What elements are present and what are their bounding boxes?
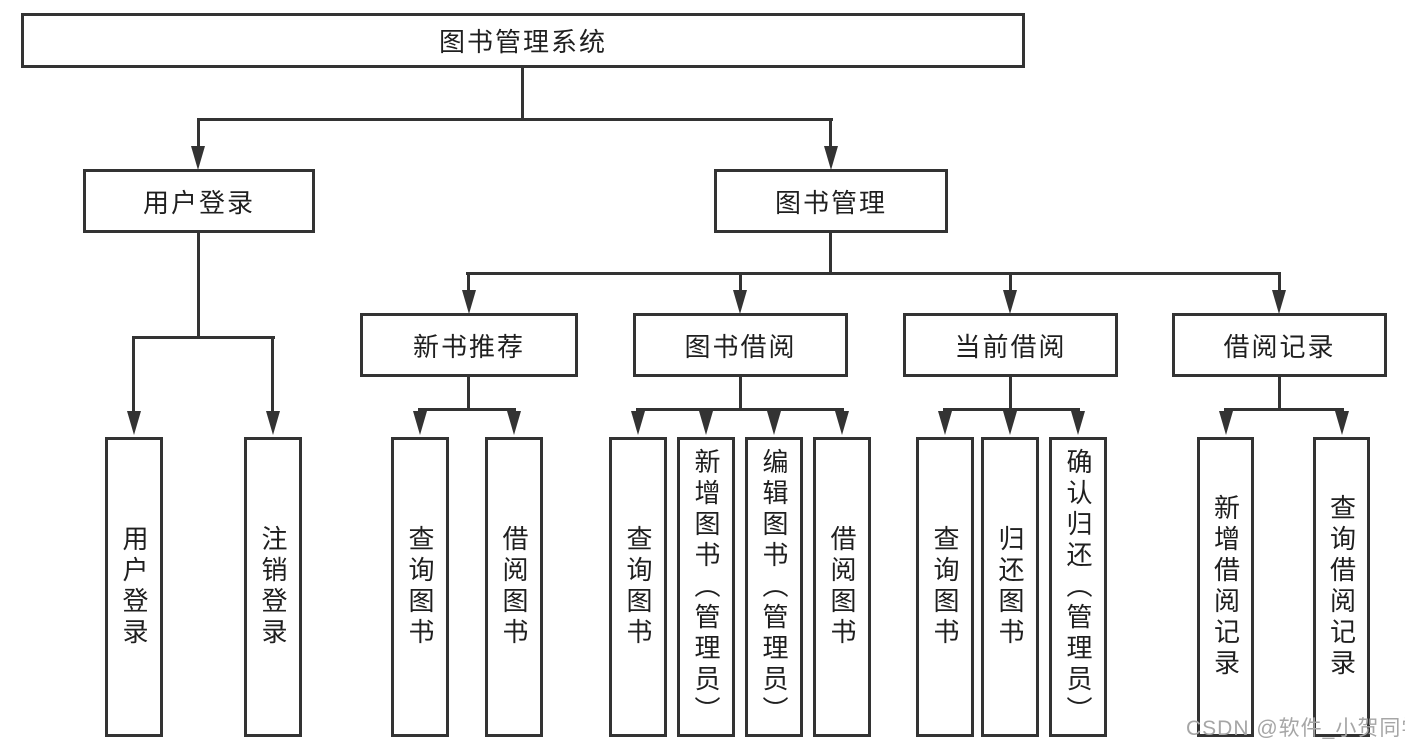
arrowhead-to-book-management [824,146,838,170]
connector-login-branch [132,336,275,339]
leaf-query-books-current: 查询图书 [916,437,974,737]
connector-login-arm-2 [271,339,274,412]
node-current-borrowing: 当前借阅 [903,313,1118,377]
connector-mgmt-branch [466,272,1281,275]
node-new-book-recommend: 新书推荐 [360,313,578,377]
arrowhead-to-leaf-confirm-return [1071,411,1085,435]
connector-records-branch [1224,408,1344,411]
connector-root-branch [197,118,833,121]
connector-login-arm-1 [132,339,135,412]
leaf-query-books-borrowing: 查询图书 [609,437,667,737]
leaf-confirm-return-admin: 确认归还（管理员） [1049,437,1107,737]
arrowhead-to-leaf-add-books [699,411,713,435]
connector-mgmt-arm-1 [467,275,470,292]
node-user-login: 用户登录 [83,169,315,233]
connector-mgmt-arm-4 [1278,275,1281,292]
connector-current-stem [1009,377,1012,410]
node-book-management: 图书管理 [714,169,948,233]
node-book-borrowing: 图书借阅 [633,313,848,377]
node-library-system: 图书管理系统 [21,13,1025,68]
connector-borrowing-stem [739,377,742,410]
arrowhead-to-user-login [191,146,205,170]
connector-recommend-stem [467,377,470,410]
leaf-add-books-admin: 新增图书（管理员） [677,437,735,737]
connector-mgmt-arm-2 [739,275,742,292]
arrowhead-to-book-borrowing [733,290,747,314]
leaf-logout: 注销登录 [244,437,302,737]
connector-root-arm-left [197,121,200,148]
connector-root-arm-right [829,121,832,148]
arrowhead-to-leaf-user-login [127,411,141,435]
arrowhead-to-leaf-add-record [1219,411,1233,435]
arrowhead-to-leaf-query-record [1335,411,1349,435]
connector-recommend-branch [418,408,516,411]
arrowhead-to-current-borrowing [1003,290,1017,314]
connector-current-branch [943,408,1080,411]
connector-borrowing-branch [636,408,844,411]
arrowhead-to-leaf-query-books-2 [631,411,645,435]
csdn-watermark: CSDN @软件_小贺同学 [1186,717,1405,740]
leaf-user-login: 用户登录 [105,437,163,737]
leaf-borrow-books-recommend: 借阅图书 [485,437,543,737]
arrowhead-to-leaf-edit-books [767,411,781,435]
connector-login-stem [197,233,200,336]
node-borrowing-records: 借阅记录 [1172,313,1387,377]
leaf-borrow-books: 借阅图书 [813,437,871,737]
leaf-add-borrow-record: 新增借阅记录 [1197,437,1254,737]
arrowhead-to-leaf-borrow-books-1 [507,411,521,435]
connector-mgmt-arm-3 [1009,275,1012,292]
arrowhead-to-leaf-borrow-books-2 [835,411,849,435]
arrowhead-to-borrowing-records [1272,290,1286,314]
arrowhead-to-new-book-recommend [462,290,476,314]
connector-mgmt-stem [829,233,832,274]
arrowhead-to-leaf-query-books-1 [413,411,427,435]
leaf-query-borrow-record: 查询借阅记录 [1313,437,1370,737]
connector-root-stem [521,68,524,120]
arrowhead-to-leaf-logout [266,411,280,435]
arrowhead-to-leaf-return-books [1003,411,1017,435]
leaf-return-books: 归还图书 [981,437,1039,737]
connector-records-stem [1278,377,1281,410]
arrowhead-to-leaf-query-books-3 [938,411,952,435]
leaf-query-books-recommend: 查询图书 [391,437,449,737]
leaf-edit-books-admin: 编辑图书（管理员） [745,437,803,737]
